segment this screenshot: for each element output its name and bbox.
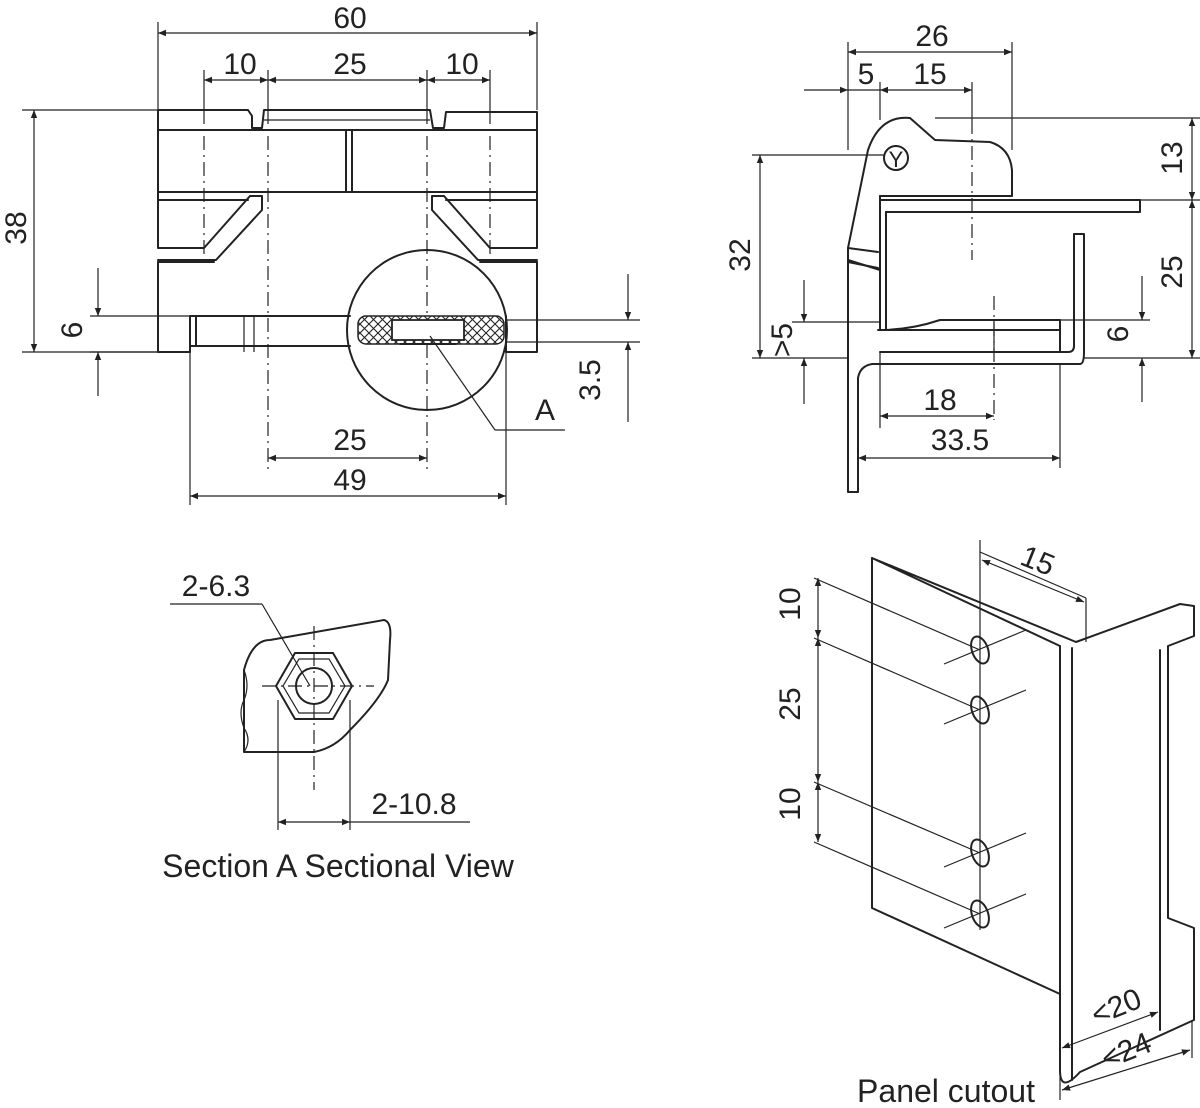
panel-caption: Panel cutout	[857, 1073, 1035, 1108]
section-nut-label: 2-10.8	[371, 788, 456, 821]
dim-side-inner-length: 18	[923, 384, 956, 417]
dim-panel-spacing-top: 10	[774, 587, 807, 620]
section-hole-label: 2-6.3	[182, 570, 250, 603]
dim-panel-outer-width: <24	[1097, 1026, 1157, 1076]
section-view: 2-6.3 2-10.8 Section A Sectional View	[162, 570, 515, 884]
dim-side-min-gap: >5	[766, 323, 799, 357]
dim-front-hole-spacing: 25	[333, 424, 366, 457]
dim-side-base-thickness: 6	[1102, 326, 1135, 343]
dim-front-center-span: 25	[333, 48, 366, 81]
dim-panel-spacing-bottom: 10	[774, 787, 807, 820]
dim-front-plate-thickness: 3.5	[574, 359, 607, 401]
side-badge-label: Y	[889, 147, 904, 172]
dim-front-overall-width: 60	[333, 2, 366, 35]
dim-panel-inner-width: <20	[1087, 982, 1147, 1032]
dim-side-top-height: 13	[1156, 141, 1189, 174]
section-caption: Section A Sectional View	[162, 848, 515, 884]
dim-front-base-thickness: 6	[56, 322, 89, 339]
y-badge-icon	[883, 145, 909, 171]
panel-holes	[943, 629, 1027, 929]
dim-front-left-slot: 10	[223, 48, 256, 81]
panel-cutout: 15 10 25 10 <20 <24 Panel cutou	[774, 540, 1195, 1108]
dim-panel-spacing-mid: 25	[774, 687, 807, 720]
detail-label-a: A	[535, 394, 555, 427]
dim-front-right-slot: 10	[445, 48, 478, 81]
dim-front-height: 38	[0, 211, 33, 244]
dim-side-depth: 15	[913, 58, 946, 91]
front-view: 60 10 25 10 38	[0, 2, 640, 505]
dim-side-offset: 5	[858, 58, 875, 91]
dim-side-outer-length: 33.5	[931, 424, 989, 457]
dim-side-frame-height: 25	[1156, 255, 1189, 288]
dim-front-plate-width: 49	[333, 464, 366, 497]
dim-side-overall-width: 26	[915, 20, 948, 53]
dim-side-total-height: 32	[724, 238, 757, 271]
side-view: 26 5 15 Y 13 25 6	[724, 20, 1200, 493]
